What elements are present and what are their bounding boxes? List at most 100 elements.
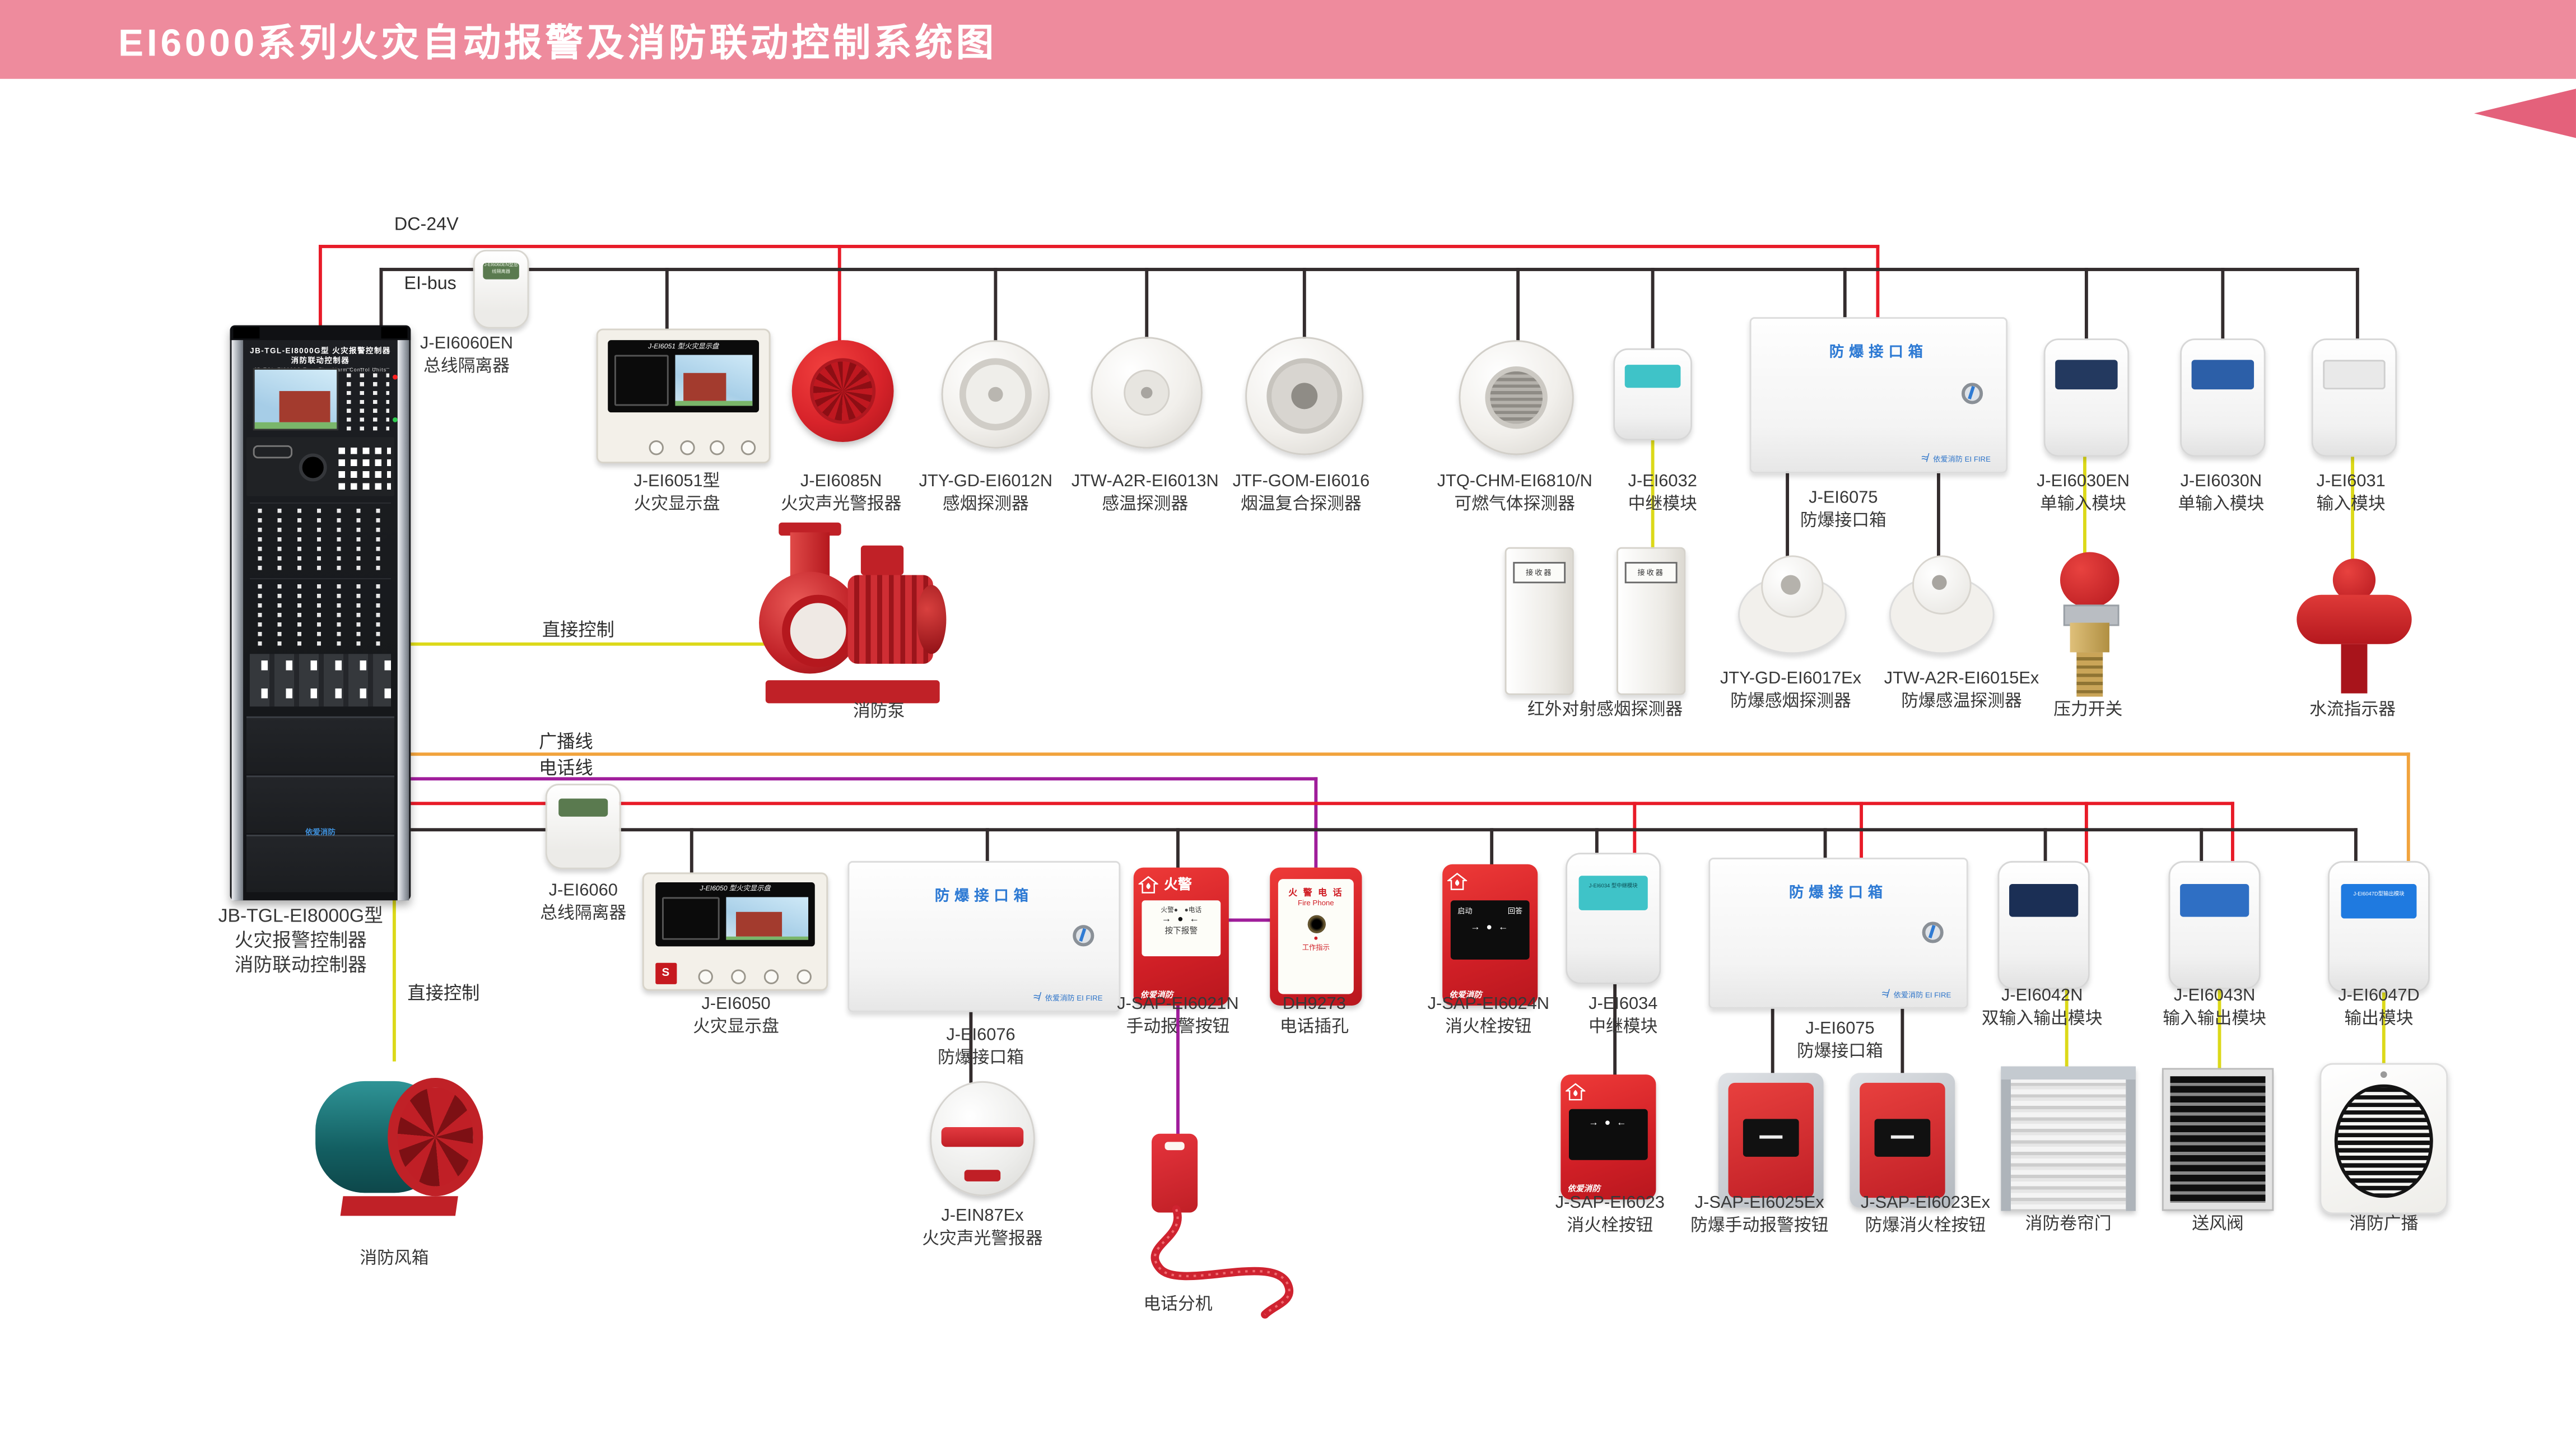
- wire-mod6042-to-shutter: [2065, 985, 2069, 1068]
- model: J-EI6050: [701, 994, 771, 1014]
- model: DH9273: [1282, 994, 1346, 1014]
- name: 输出模块: [2344, 1008, 2414, 1028]
- wire-bus2-to-display6050: [690, 828, 694, 874]
- name: 手动报警按钮: [1126, 1016, 1230, 1036]
- module-label-strip: [2010, 883, 2077, 916]
- brand-mark: 依爱消防: [1140, 990, 1173, 1001]
- cabinet-indicator-row-2: [249, 578, 392, 646]
- ex-button-window: [1742, 1119, 1800, 1157]
- label-controller: JB-TGL-EI8000G型 火灾报警控制器 消防联动控制器: [218, 905, 383, 979]
- name: 中继模块: [1589, 1016, 1658, 1036]
- brand-mark: 依爱消防: [1449, 990, 1482, 1000]
- switch-threaded-stem: [2076, 652, 2103, 697]
- ex-button-plate: [1860, 1082, 1945, 1198]
- name: 中继模块: [1628, 494, 1697, 514]
- name: 总线隔离器: [423, 355, 510, 376]
- name: 消防卷帘门: [2025, 1214, 2112, 1234]
- module-label-strip: [2055, 360, 2118, 390]
- label-dc24v: DC-24V: [394, 215, 459, 235]
- display-screen-title: J-EI6050 型火灾显示盘: [700, 883, 771, 892]
- model: JTY-GD-EI6017Ex: [1720, 668, 1862, 688]
- model: J-SAP-EI6023: [1555, 1193, 1665, 1213]
- brand-cn: 依爱消防: [1893, 990, 1923, 999]
- device-broadcast-speaker: [2319, 1063, 2448, 1215]
- jack-title-en: Fire Phone: [1298, 898, 1334, 907]
- detector-ring: [1124, 369, 1170, 416]
- model: J-EI6075: [1805, 1018, 1875, 1039]
- wire-eibus-to-mod6031: [2355, 267, 2359, 339]
- switch-brass-body: [2070, 622, 2109, 653]
- sounder-strobe-bar: [940, 1127, 1024, 1147]
- model: J-EI6042N: [2001, 985, 2083, 1006]
- device-air-supply-valve: [2162, 1068, 2274, 1211]
- wire-bus2-to-btn6021: [1176, 828, 1181, 869]
- wire-button-to-jack: [1222, 918, 1275, 923]
- wire-mod6030en-to-pressure: [2083, 455, 2088, 557]
- handset-body: [1152, 1133, 1198, 1213]
- panel-arrows: → ● ←: [1589, 1119, 1628, 1129]
- model: JTW-A2R-EI6015Ex: [1884, 668, 2039, 688]
- label-disp6051: J-EI6051型火灾显示盘: [633, 472, 720, 516]
- box-title: 防爆接口箱: [1829, 343, 1928, 360]
- picture-building: [735, 911, 782, 936]
- wire-direct-control-pump: [411, 642, 782, 646]
- name: 输入输出模块: [2163, 1008, 2267, 1028]
- name: 防爆感烟探测器: [1730, 691, 1851, 711]
- cabinet-top-cap: [230, 325, 411, 341]
- house-flame-icon: [1139, 876, 1159, 894]
- cabinet-indicator-row-1: [249, 503, 392, 570]
- speaker-grille: [2335, 1083, 2433, 1198]
- device-manual-call-point-6021: 火警 火警● ●电话 → ● ← 按下报警 依爱消防: [1133, 867, 1229, 1006]
- lock-icon: [1073, 924, 1095, 946]
- name: 感温探测器: [1102, 494, 1189, 514]
- sounder-base: [965, 1170, 1000, 1181]
- handset-speaker-slot: [1164, 1142, 1185, 1151]
- model: J-EI6030N: [2180, 471, 2262, 491]
- name: 消火栓按钮: [1567, 1215, 1653, 1235]
- device-water-flow-indicator: [2296, 559, 2412, 696]
- speaker-screw: [2381, 1071, 2388, 1077]
- wire-exbox1-to-exsmoke: [1786, 469, 1790, 557]
- brand-mark: 依爱消防: [1567, 1184, 1600, 1195]
- model: JB-TGL-EI8000G型: [218, 907, 383, 927]
- name: 防爆感温探测器: [1901, 691, 2022, 711]
- switch-dome: [2060, 552, 2120, 608]
- strobe-rosette: [809, 358, 876, 424]
- wire-bus2-to-mod6047: [2353, 828, 2358, 863]
- detector-center: [1291, 383, 1318, 410]
- wire-dc24v-to-sounder: [837, 244, 842, 343]
- name: 感烟探测器: [942, 494, 1029, 514]
- model: JTQ-CHM-EI6810/N: [1437, 471, 1592, 491]
- wire-broadcast-line: [411, 752, 2410, 757]
- pump-motor-cap: [916, 585, 947, 654]
- label-direct-control-2: 直接控制: [407, 984, 480, 1004]
- name: 消防风箱: [360, 1249, 429, 1269]
- brand-en: EI FIRE: [1077, 994, 1103, 1003]
- label-ex6017: JTY-GD-EI6017Ex 防爆感烟探测器: [1720, 669, 1861, 713]
- device-sounder-strobe-6085: [791, 340, 894, 442]
- button-panel: 启动 回答 → ● ←: [1451, 901, 1529, 961]
- start-text: 启动: [1457, 908, 1473, 916]
- device-ex-manual-call-point-6025: [1718, 1073, 1824, 1208]
- device-exproof-box-6075b: 防爆接口箱 依爱消防 EI FIRE: [1708, 858, 1968, 1009]
- brand-en: EI FIRE: [1964, 455, 1991, 463]
- module-label-strip: J-EI6047D型输出模块: [2341, 884, 2416, 918]
- wire-bus2-to-mod6034: [1595, 828, 1599, 855]
- house-flame-icon: [1566, 1082, 1586, 1100]
- wire-broadcast-to-mod6047: [2406, 752, 2410, 864]
- name: 火灾声光警报器: [922, 1228, 1043, 1248]
- model: J-EIN87Ex: [941, 1206, 1024, 1226]
- certification-logo: S: [655, 963, 677, 985]
- label-eibus: EI-bus: [404, 274, 456, 295]
- button-panel: → ● ←: [1569, 1109, 1648, 1160]
- label-airvalve: 送风阀: [2192, 1214, 2243, 1236]
- name: 水流指示器: [2309, 700, 2396, 720]
